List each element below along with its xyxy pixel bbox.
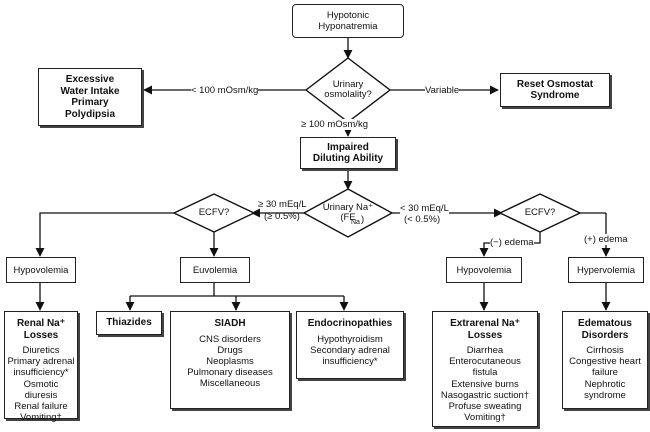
edge-label-lt100: < 100 mOsm/kg [191,85,259,96]
node-endocrinopathies: Endocrinopathies Hypothyroidism Secondar… [296,311,404,379]
renal-na-losses-list: Diuretics Primary adrenal insufficiency*… [7,345,75,424]
edge-label-ge100: ≥ 100 mOsm/kg [301,119,368,130]
node-euvolemia: Euvolemia [180,257,250,283]
node-edematous-disorders: Edematous Disorders Cirrhosis Congestive… [562,311,648,409]
edge-label-ge30: ≥ 30 mEq/L [258,199,307,210]
node-excessive-water-intake: Excessive Water Intake Primary Polydipsi… [38,68,142,126]
edematous-disorders-title: Edematous Disorders [578,318,632,341]
node-hypotonic-hyponatremia: Hypotonic Hyponatremia [292,4,404,38]
edge-label-minus-edema: (−) edema [490,237,534,248]
renal-na-losses-title: Renal Na⁺ Losses [16,318,66,341]
node-renal-na-losses: Renal Na⁺ Losses Diuretics Primary adren… [4,311,78,423]
fena-close-paren: ) [361,214,365,225]
node-impaired-diluting-ability: Impaired Diluting Ability [300,137,396,169]
decision-ecfv-right [498,193,582,233]
arrow-ecfv-to-hypovolemia-left [35,212,176,257]
decision-ecfv-right-label: ECFV? [524,206,556,218]
edge-label-lt05: (< 0.5%) [404,214,441,225]
node-reset-osmostat: Reset Osmostat Syndrome [500,73,610,107]
node-thiazides: Thiazides [96,311,162,335]
edge-label-variable: Variable [425,85,460,96]
endocrinopathies-list: Hypothyroidism Secondary adrenal insuffi… [310,333,390,367]
siadh-list: CNS disorders Drugs Neoplasms Pulmonary … [187,333,273,390]
node-hypervolemia: Hypervolemia [568,257,644,283]
decision-urinary-na-label: Urinary Na⁺ (FE [322,201,374,223]
endocrinopathies-title: Endocrinopathies [307,318,393,329]
node-hypovolemia-left: Hypovolemia [6,257,76,283]
fena-subscript: Na [351,219,360,226]
edge-label-lt30: < 30 mEq/L [400,203,449,214]
decision-urinary-na [302,188,394,238]
decision-ecfv-left-label: ECFV? [198,206,230,218]
siadh-title: SIADH [214,318,246,329]
node-extrarenal-na-losses: Extrarenal Na⁺ Losses Diarrhea Enterocut… [432,311,538,427]
edge-label-plus-edema: (+) edema [584,234,628,245]
decision-ecfv-left [172,193,256,233]
node-siadh: SIADH CNS disorders Drugs Neoplasms Pulm… [170,311,290,409]
edematous-disorders-list: Cirrhosis Congestive heart failure Nephr… [569,345,641,401]
decision-urinary-osmolality-label: Urinary osmolality? [324,78,372,100]
edge-label-ge05: (≥ 0.5%) [264,211,300,222]
extrarenal-na-losses-list: Diarrhea Enterocutaneous fistula Extensi… [440,345,530,424]
extrarenal-na-losses-title: Extrarenal Na⁺ Losses [450,318,520,341]
node-hypovolemia-right: Hypovolemia [446,257,522,283]
